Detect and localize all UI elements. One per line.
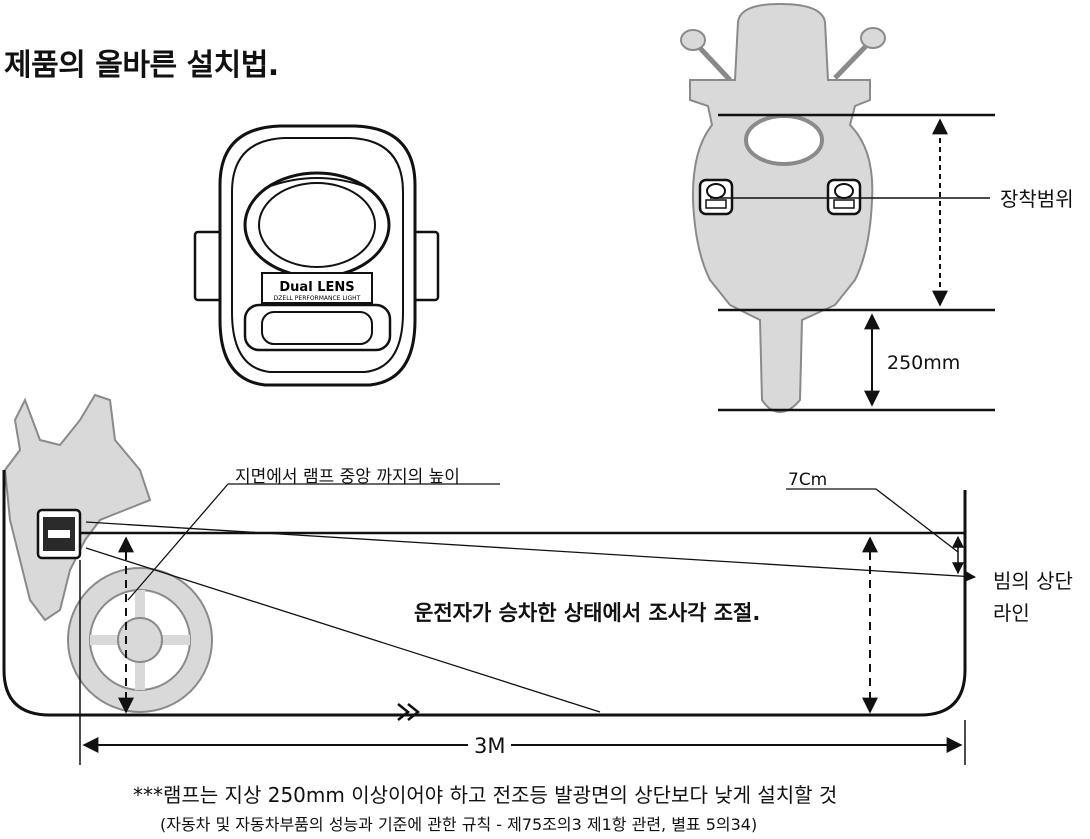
mount-range-label: 장착범위: [1000, 187, 1074, 211]
ground-height-label: 지면에서 램프 중앙 까지의 높이: [235, 467, 460, 487]
beam-top-label-line1: 빔의 상단: [993, 569, 1073, 593]
footnote-reference: (자동차 및 자동차부품의 성능과 기준에 관한 규칙 - 제75조의3 제1항…: [160, 815, 758, 834]
side-view-lines: [2, 470, 977, 765]
distance-3m-label: 3M: [468, 734, 512, 758]
product-illustration: Dual LENS DZELL PERFORMANCE LIGHT: [193, 124, 440, 387]
motorcycle-top-view: [680, 2, 886, 414]
product-lens-label: Dual LENS: [279, 280, 354, 295]
footnote-regulation: ***램프는 지상 250mm 이상이어야 하고 전조등 발광면의 상단보다 낮…: [133, 783, 838, 807]
top-view-dimensions: [710, 113, 995, 412]
motorcycle-side-view: [3, 393, 213, 713]
product-brand-label: DZELL PERFORMANCE LIGHT: [274, 295, 361, 302]
side-lamp-icon: [36, 508, 82, 560]
beam-top-label-line2: 라인: [993, 601, 1030, 625]
lamp-left-icon: [698, 178, 734, 216]
drop-7cm-label: 7Cm: [788, 470, 828, 490]
page-title: 제품의 올바른 설치법.: [4, 48, 279, 83]
adjust-note: 운전자가 승차한 상태에서 조사각 조절.: [414, 601, 761, 625]
height-250mm-label: 250mm: [887, 352, 961, 374]
lamp-right-icon: [826, 178, 862, 216]
